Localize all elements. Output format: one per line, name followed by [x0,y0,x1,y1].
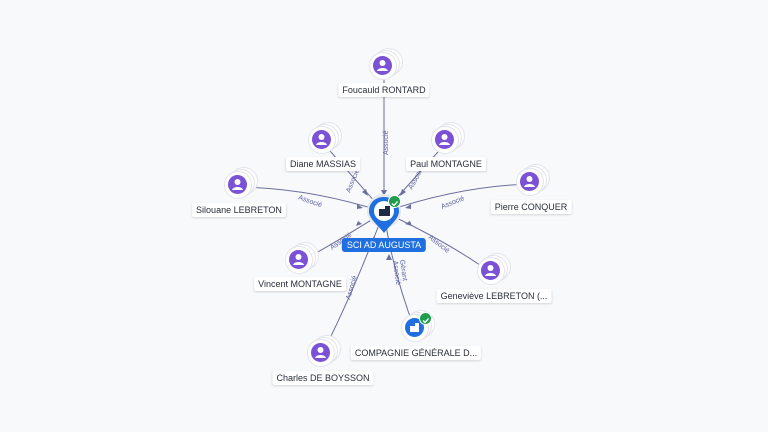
arrow-genevieve [405,221,412,226]
building-icon [379,206,390,216]
edge-label-compagnie-gerant: Gérant [398,259,408,281]
node-label-vincent[interactable]: Vincent MONTAGNE [254,277,346,291]
node-label-pierre[interactable]: Pierre CONQUER [490,200,572,214]
node-label-foucauld[interactable]: Foucauld RONTARD [338,83,430,97]
check-badge-icon [388,195,401,208]
edge-label-charles: Associé [345,275,359,301]
person-icon [439,134,450,145]
arrow-pierre [405,204,411,209]
node-vincent[interactable] [285,242,319,276]
arrow-vincent [356,221,362,226]
node-silouane[interactable] [224,167,258,201]
edge-label-silouane: Associé [297,194,323,209]
center-company-label[interactable]: SCI AD AUGUSTA [341,238,427,252]
edge-label-pierre: Associé [440,195,465,211]
node-charles[interactable] [307,335,341,369]
check-badge-icon [419,312,432,325]
person-icon [524,176,535,187]
person-icon [485,265,496,276]
node-label-compagnie[interactable]: COMPAGNIE GÉNÉRALE D... [350,346,482,360]
node-pierre[interactable] [516,164,550,198]
person-icon [377,60,388,71]
node-foucauld[interactable] [369,48,403,82]
edge-label-compagnie-associe: Associé [391,260,401,285]
node-genevieve[interactable] [477,253,511,287]
edge-label-foucauld: Associé [383,130,390,155]
building-icon [410,323,419,332]
node-label-silouane[interactable]: Silouane LEBRETON [192,203,286,217]
arrow-compagnie [386,254,392,260]
node-diane[interactable] [308,122,342,156]
node-label-genevieve[interactable]: Geneviève LEBRETON (... [436,289,552,303]
center-company-node[interactable] [364,193,404,237]
node-label-charles[interactable]: Charles DE BOYSSON [272,371,374,385]
node-label-diane[interactable]: Diane MASSIAS [285,157,361,171]
arrow-diane [362,189,368,196]
edge-label-diane: Associé [345,168,361,193]
arrow-silouane [357,204,363,209]
person-icon [315,347,326,358]
edge-pierre [383,183,531,213]
node-paul[interactable] [431,122,465,156]
person-icon [232,179,243,190]
node-compagnie[interactable] [401,310,435,344]
person-icon [316,134,327,145]
arrow-foucauld [381,190,387,196]
node-label-paul[interactable]: Paul MONTAGNE [406,157,486,171]
arrow-paul [400,189,406,196]
person-icon [293,254,304,265]
